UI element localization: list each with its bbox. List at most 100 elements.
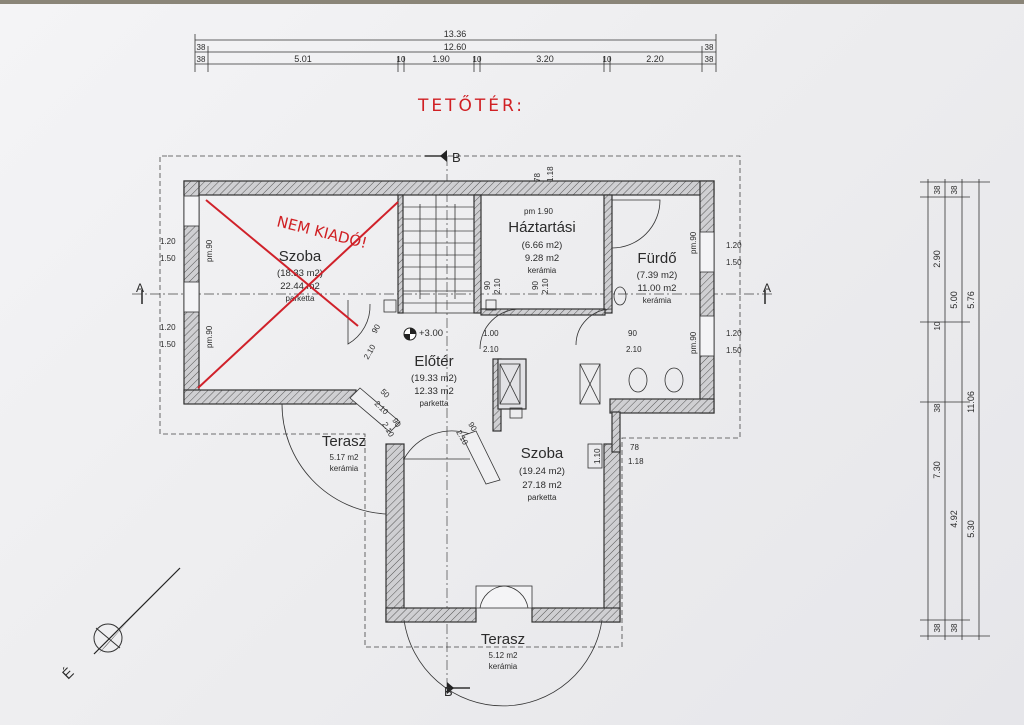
room-szoba-right: Szoba (19.24 m2) 27.18 m2 parketta: [519, 445, 565, 502]
rdim-b: 5.00: [949, 291, 959, 309]
north-arrow-icon: É: [59, 567, 181, 682]
section-line-b: B B: [425, 150, 470, 699]
stamp-text: NEM KIADÓ!: [275, 211, 369, 252]
room-net: 5.17 m2: [330, 453, 359, 462]
top-dimension-chain: 13.36 12.60 38 38 38 38 5.01 10 1.90 10 …: [194, 29, 717, 72]
room-finish: parketta: [286, 294, 315, 303]
chimney-mid: [485, 299, 497, 311]
w-left-top-3: pm.90: [205, 239, 214, 262]
dim-end-left-2: 38: [197, 55, 206, 64]
furdo-door-2: 2.10: [626, 345, 642, 354]
roof-outline: [159, 155, 741, 648]
room-gross: 9.28 m2: [525, 253, 559, 264]
drawing-sheet: 13.36 12.60 38 38 38 38 5.01 10 1.90 10 …: [0, 4, 1024, 725]
rdim-d: 11.06: [966, 391, 976, 413]
dim-end-right: 38: [705, 43, 714, 52]
room-net: (19.33 m2): [411, 373, 457, 384]
room-gross: 22.44 m2: [280, 281, 320, 292]
terasz-l-door-1: 50: [379, 387, 392, 400]
w-left-bot-3: pm.90: [205, 325, 214, 348]
section-marker-top: B: [452, 150, 461, 165]
eloter-door-2: 2.10: [483, 345, 499, 354]
dim-seg-1: 5.01: [294, 54, 312, 64]
rdim-end-3: 38: [933, 403, 942, 412]
szoba-r-side-2: 78: [630, 443, 639, 452]
chimney-left: [383, 299, 397, 313]
dim-seg-7: 2.20: [646, 54, 664, 64]
rdim-a: 2.90: [932, 250, 942, 268]
room-name: Fürdő: [637, 250, 676, 267]
dim-seg-5: 3.20: [536, 54, 554, 64]
w-right-top-2: 1.50: [726, 258, 742, 267]
dim-seg-3: 1.90: [432, 54, 450, 64]
rdim-c: 5.76: [966, 291, 976, 309]
room-name: Szoba: [279, 248, 322, 265]
room-finish: kerámia: [528, 266, 557, 275]
rdim-end-5: 38: [950, 623, 959, 632]
rdim-end-2: 38: [950, 185, 959, 194]
room-net: (7.39 m2): [637, 270, 678, 281]
dim-end-right-2: 38: [705, 55, 714, 64]
page-heading: TETŐTÉR:: [417, 94, 525, 116]
door-swings: [347, 199, 661, 485]
room-finish: kerámia: [489, 662, 518, 671]
room-net: 5.12 m2: [489, 651, 518, 660]
opening-labels: 1.20 1.50 pm.90 1.20 1.50 pm.90 1.20 1.5…: [160, 166, 742, 466]
w-left-top-1: 1.20: [160, 237, 176, 246]
w-right-top-3: pm.90: [689, 231, 698, 254]
rdim-end-1: 38: [933, 185, 942, 194]
room-furdo: Fürdő (7.39 m2) 11.00 m2 kerámia: [637, 250, 678, 305]
haz-top-1: pm 1.90: [524, 207, 553, 216]
axis-line-a: A A: [132, 281, 775, 304]
dim-seg-4: 10: [473, 55, 482, 64]
rdim-e: 7.30: [932, 461, 942, 479]
terrace-bottom-arc: [403, 619, 603, 707]
haz-door-l-2: 2.10: [493, 278, 502, 294]
haz-top-2: 78: [533, 173, 542, 182]
dim-overall: 13.36: [444, 29, 467, 39]
room-net: (19.24 m2): [519, 466, 565, 477]
level-value: +3.00: [419, 328, 443, 339]
szoba-r-side-3: 1.18: [628, 457, 644, 466]
staircase: [402, 194, 475, 314]
right-dimension-chain: 38 38 2.90 5.00 5.76 10 38 11.06 7.30 4.…: [920, 179, 990, 640]
eloter-door-1: 1.00: [483, 329, 499, 338]
dim-end-left: 38: [197, 43, 206, 52]
room-name: Szoba: [521, 445, 564, 462]
rdim-g: 5.30: [966, 520, 976, 538]
w-left-bot-2: 1.50: [160, 340, 176, 349]
w-left-top-2: 1.50: [160, 254, 176, 263]
bath-fixtures: [499, 286, 684, 469]
room-szoba-left: Szoba (18.33 m2) 22.44 m2 parketta: [277, 248, 323, 303]
room-finish: kerámia: [330, 464, 359, 473]
dim-seg-6: 10: [603, 55, 612, 64]
room-finish: kerámia: [643, 296, 672, 305]
room-name: Előtér: [414, 353, 453, 370]
w-right-bot-3: pm.90: [689, 331, 698, 354]
axis-marker-left: A: [136, 281, 144, 295]
rdim-f: 4.92: [949, 510, 959, 528]
haz-door-l-1: 90: [483, 281, 492, 290]
axis-marker-right: A: [763, 281, 771, 295]
north-label: É: [59, 664, 77, 682]
room-net: (18.33 m2): [277, 268, 323, 279]
szoba-r-side-1: 1.10: [593, 448, 602, 464]
dim-inner: 12.60: [444, 42, 467, 52]
room-gross: 11.00 m2: [638, 283, 677, 294]
terrace-left-arc: [281, 403, 387, 515]
room-name: Terasz: [322, 433, 366, 450]
dim-seg-2: 10: [397, 55, 406, 64]
szoba-diag-door-1: 90: [466, 421, 479, 434]
room-terasz-left: Terasz 5.17 m2 kerámia: [322, 433, 366, 473]
haz-door-r-2: 2.10: [541, 278, 550, 294]
room-eloter: Előtér (19.33 m2) 12.33 m2 parketta +3.0…: [403, 327, 457, 408]
rdim-end-4: 38: [933, 623, 942, 632]
room-name: Terasz: [481, 631, 525, 648]
room-gross: 12.33 m2: [414, 386, 454, 397]
room-finish: parketta: [528, 493, 557, 502]
room-terasz-bottom: Terasz 5.12 m2 kerámia: [481, 631, 525, 671]
szoba-l-door-1: 90: [370, 322, 383, 335]
rdim-wall: 10: [933, 321, 942, 330]
floor-plan-drawing: 13.36 12.60 38 38 38 38 5.01 10 1.90 10 …: [59, 29, 990, 707]
section-marker-bottom: B: [444, 684, 453, 699]
